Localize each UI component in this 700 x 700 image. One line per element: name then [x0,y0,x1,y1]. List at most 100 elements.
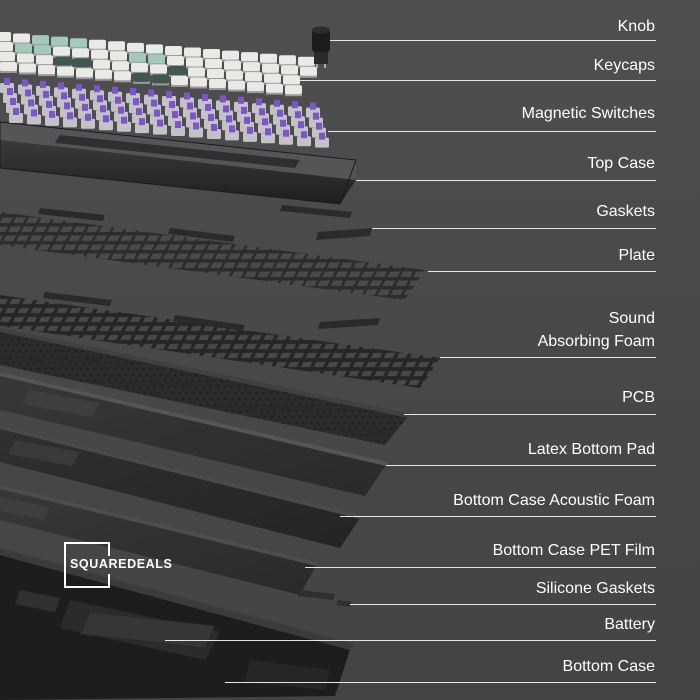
keycap [55,56,72,66]
square-bracket-logo-icon [64,542,110,588]
switch-stem [277,109,283,117]
keycap-side [203,57,220,61]
keycap-side [171,83,188,87]
label-gaskets: Gaskets [596,203,655,220]
switch-stem [133,98,139,106]
switch-stem [103,115,109,123]
switch-stem [118,106,124,114]
gaskets-leader-line [372,228,656,229]
pcb-layer [0,328,410,445]
keycap-side [285,93,302,97]
keycap [13,33,30,43]
keycap-side [89,47,106,51]
keycap-side [152,82,169,86]
keycap-side [72,56,89,60]
keycap [281,65,298,75]
label-plate: Plate [618,247,655,264]
label-keycaps: Keycaps [593,57,655,74]
keycap [171,75,188,85]
keycap [93,59,110,69]
keycap [209,79,226,89]
keycap [262,63,279,73]
keycap-side [283,83,300,87]
keycap [146,44,163,54]
switch-stem [121,116,127,124]
latex-bottom-pad-layer [0,372,388,496]
keycap [129,52,146,62]
keycap [32,35,49,45]
knob-part [312,26,330,68]
switch-stem [274,99,280,107]
switch-stem [313,112,319,120]
keycap [53,46,70,56]
keycap [228,80,245,90]
keycap [74,58,91,68]
switch-stem [154,109,160,117]
pet-film-leader-line [305,567,656,568]
switch-stem [238,96,244,104]
switch-stem [220,95,226,103]
gaskets-layer [280,205,372,240]
battery-leader-line [165,640,656,641]
keycap [95,69,112,79]
keycap-side [260,61,277,65]
keycap-side [112,69,129,73]
keycap-side [36,63,53,67]
latex-pad-leader-line [386,465,656,466]
switch-stem [190,112,196,120]
keycap-side [169,73,186,77]
switch-housing [117,121,131,132]
switches-leader-line [328,131,656,132]
switch-housing [243,131,257,142]
label-latex-bottom-pad: Latex Bottom Pad [527,441,655,458]
keycap [17,53,34,63]
switch-stem [319,132,325,140]
switch-stem [43,90,49,98]
keycap [300,66,317,76]
switch-stem [139,118,145,126]
keycap-side [190,85,207,89]
switch-stem [58,82,64,90]
switch-stem [157,119,163,127]
keycap [186,57,203,67]
keycaps-leader-line [300,80,656,81]
switch-stem [169,101,175,109]
keycap-side [209,87,226,91]
keycap-side [228,88,245,92]
magnetic-switches-layer [0,78,329,148]
keycap-side [108,49,125,53]
switch-stem [4,78,10,85]
switch-stem [7,88,13,95]
knob-leader-line [330,40,656,41]
keycap [133,72,150,82]
label-sound: Sound [608,310,655,327]
switch-stem [22,79,28,87]
switch-stem [40,80,46,88]
battery-layer [79,611,216,649]
keycap-side [148,62,165,66]
keycap-side [34,53,51,57]
keycap-side [70,46,87,50]
keycap [15,43,32,53]
keycap [283,75,300,85]
switch-stem [76,83,82,91]
switch-stem [205,103,211,111]
bottom-case-pet-film-layer [0,485,318,595]
label-battery: Battery [604,616,655,633]
switch-stem [316,122,322,130]
switch-stem [226,115,232,123]
keycap-side [15,51,32,55]
keycap [0,52,15,61]
switch-housing [171,126,185,137]
switch-stem [292,101,298,109]
switch-housing [99,120,113,131]
switch-housing [279,134,293,145]
keycap [76,68,93,78]
keycap-side [226,78,243,82]
switch-stem [295,111,301,119]
keycap-side [207,77,224,81]
keycap-side [114,79,131,83]
switch-housing [81,118,95,129]
keycap [184,47,201,57]
